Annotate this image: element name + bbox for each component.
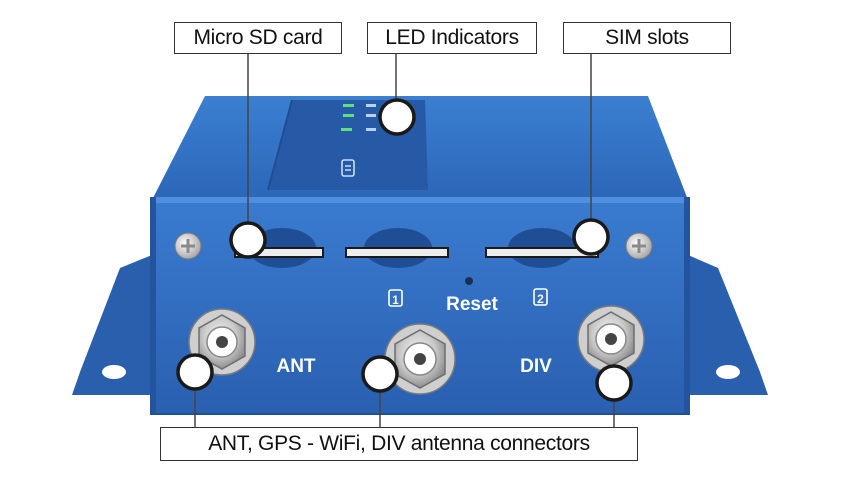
sim1-number: 1 [392,293,399,307]
led-white-3 [366,128,376,131]
sim-slot-1 [345,247,449,258]
gps-wifi-connector [384,323,456,395]
callout-sim-slots: SIM slots [563,22,731,54]
reset-button [465,277,473,285]
reset-label: Reset [446,294,498,315]
led-white-2 [366,114,376,117]
right-flange-hole [716,365,740,379]
led-green-3 [341,128,352,131]
left-flange-hole [102,365,126,379]
div-label: DIV [520,356,552,377]
marker-led [378,98,416,136]
led-white-1 [366,104,376,107]
callout-led-indicators: LED Indicators [367,22,537,54]
marker-dots [176,98,633,402]
led-green-1 [343,104,354,107]
marker-sd [229,221,267,259]
ant-label: ANT [276,356,315,377]
right-mounting-flange [688,255,768,395]
led-green-2 [343,114,354,117]
callout-micro-sd-card: Micro SD card [174,22,342,54]
marker-ant [176,353,214,391]
sim2-number: 2 [537,292,544,306]
right-screw-icon [625,232,653,260]
marker-gps [361,355,399,393]
marker-sim [572,218,610,256]
callout-antenna-connectors: ANT, GPS - WiFi, DIV antenna connectors [160,427,638,461]
div-connector [577,305,645,373]
left-mounting-flange [72,255,152,395]
sim2-badge [533,288,548,306]
left-screw-icon [174,232,202,260]
sim1-badge [388,289,403,307]
marker-div [595,364,633,402]
logo-icon [341,159,355,177]
